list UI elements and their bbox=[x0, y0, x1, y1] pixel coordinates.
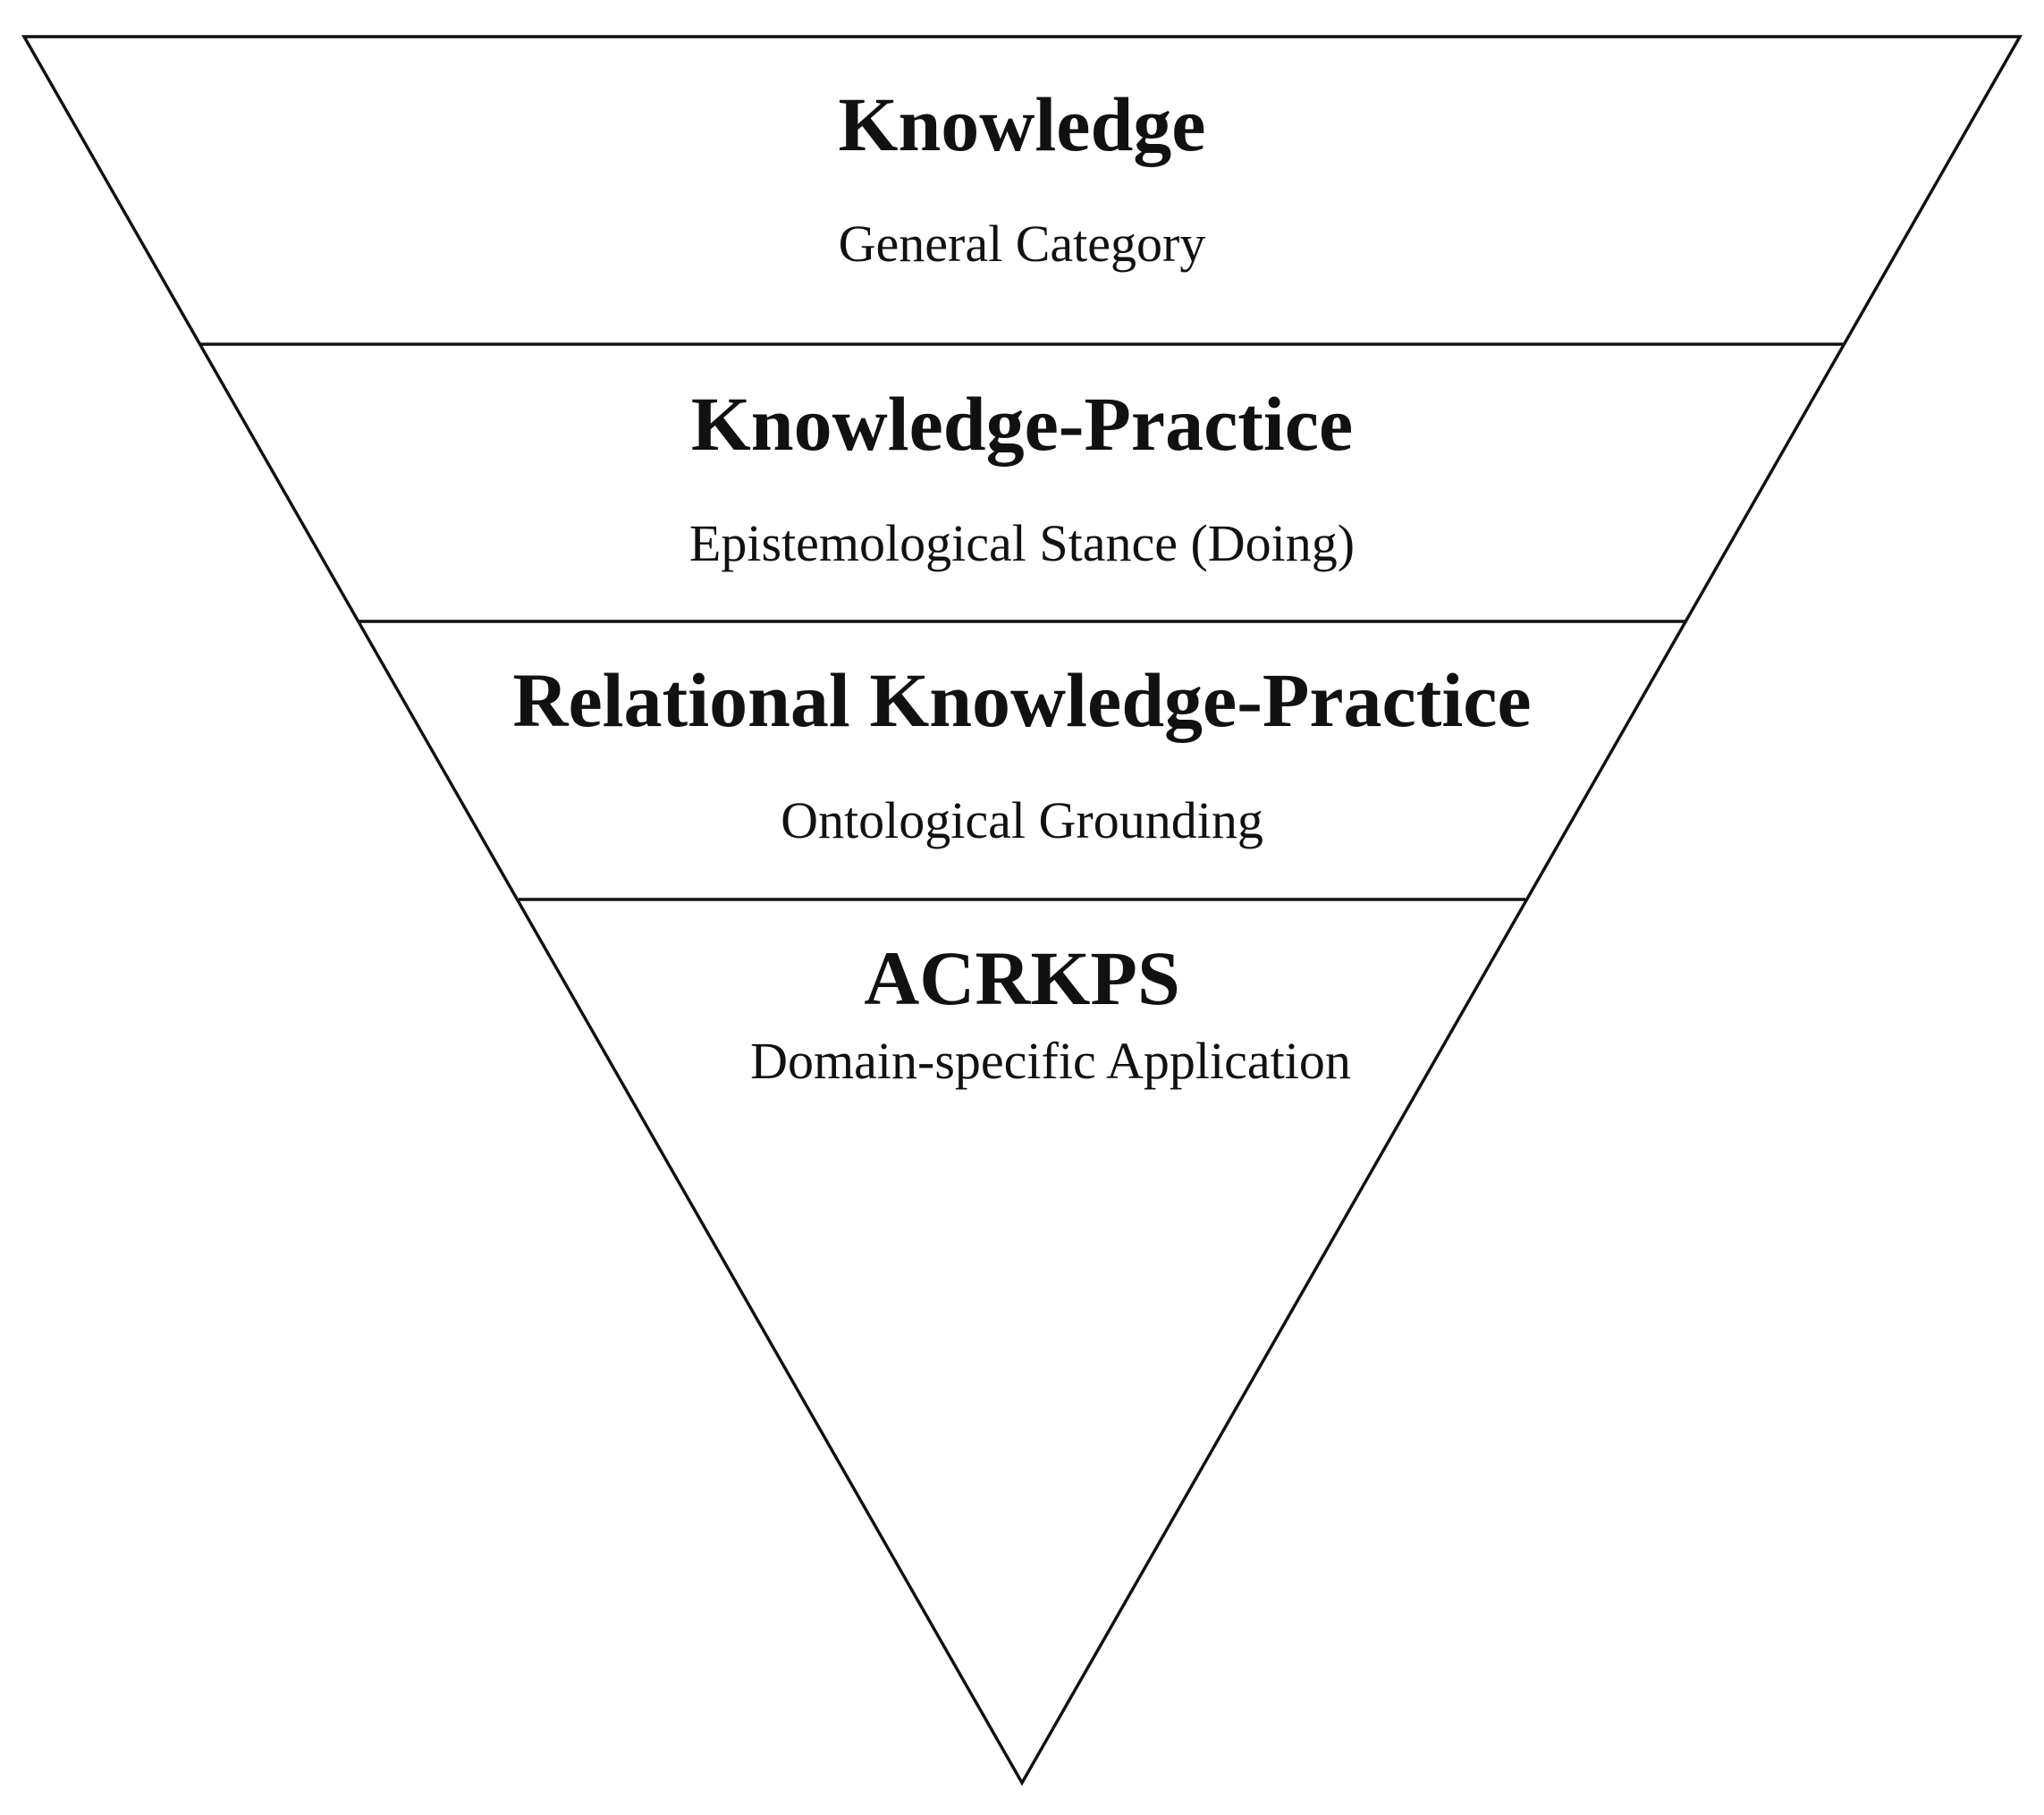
tier-title: Relational Knowledge-Practice bbox=[512, 657, 1531, 743]
tier-title: Knowledge bbox=[839, 81, 1206, 167]
tier-title: Knowledge-Practice bbox=[691, 381, 1353, 467]
tier-subtitle: Ontological Grounding bbox=[781, 791, 1263, 849]
tier-knowledge-practice: Knowledge-Practice Epistemological Stanc… bbox=[689, 381, 1355, 572]
tier-knowledge: Knowledge General Category bbox=[839, 81, 1206, 273]
tier-relational-knowledge-practice: Relational Knowledge-Practice Ontologica… bbox=[512, 657, 1531, 849]
tier-acrkps: ACRKPS Domain-specific Application bbox=[750, 935, 1351, 1090]
tier-subtitle: General Category bbox=[839, 215, 1206, 273]
tier-title: ACRKPS bbox=[864, 935, 1180, 1021]
tier-subtitle: Domain-specific Application bbox=[750, 1032, 1351, 1090]
tier-subtitle: Epistemological Stance (Doing) bbox=[689, 514, 1355, 572]
pyramid-outline bbox=[21, 35, 2023, 1786]
